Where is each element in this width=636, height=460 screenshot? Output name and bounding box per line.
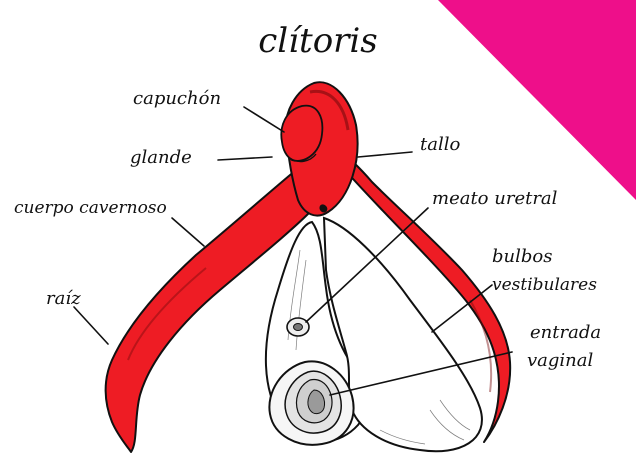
label-bulbos: bulbos [492, 246, 552, 267]
label-vestibulares: vestibulares [492, 275, 597, 295]
urethral-meatus [287, 318, 309, 336]
leader-glande [218, 157, 272, 160]
diagram-title: clítoris [258, 21, 378, 61]
label-cuerpo-cavernoso: cuerpo cavernoso [14, 198, 167, 218]
leader-cuerpo [172, 218, 204, 246]
leader-capuchon [244, 107, 284, 132]
leader-tallo [358, 152, 412, 157]
label-entrada: entrada [530, 322, 601, 343]
label-vaginal: vaginal [527, 350, 594, 371]
pink-corner-triangle [438, 0, 636, 200]
leader-raiz [74, 307, 108, 344]
label-glande: glande [130, 147, 192, 168]
label-meato-uretral: meato uretral [432, 188, 558, 209]
label-raiz: raíz [46, 288, 81, 309]
label-tallo: tallo [420, 134, 460, 155]
label-capuchon: capuchón [133, 88, 221, 109]
